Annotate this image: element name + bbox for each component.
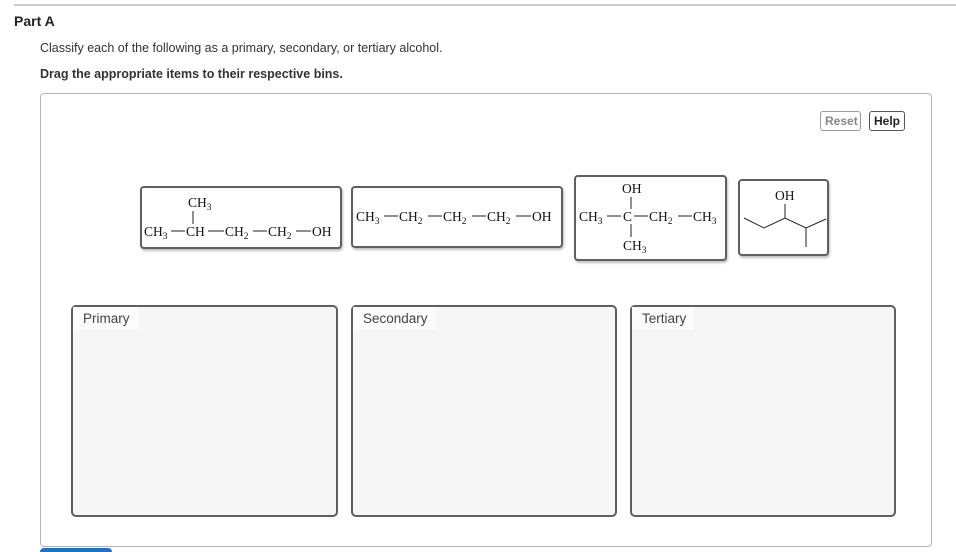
draggable-item-2-methyl-2-butanol[interactable]: OH CH3 C CH2 CH3 CH3: [574, 175, 727, 261]
svg-text:CH3: CH3: [623, 238, 647, 256]
structure-drawing: OH: [743, 188, 827, 247]
draggable-item-1-butanol[interactable]: CH3 CH2 CH2 CH2 OH: [351, 186, 563, 248]
draggable-item-3-methyl-1-butanol[interactable]: CH3 CH3 CH CH2 CH2 OH: [140, 186, 342, 249]
svg-text:CH2: CH2: [225, 224, 249, 242]
question-instruction: Classify each of the following as a prim…: [40, 41, 443, 55]
bin-label-primary: Primary: [73, 307, 138, 330]
svg-text:CH2: CH2: [649, 209, 673, 227]
svg-text:CH3: CH3: [579, 209, 603, 227]
part-title: Part A: [14, 13, 55, 29]
svg-text:CH2: CH2: [487, 209, 511, 227]
svg-text:C: C: [623, 209, 632, 224]
svg-text:OH: OH: [532, 209, 552, 224]
svg-text:CH3: CH3: [693, 209, 717, 227]
help-button[interactable]: Help: [869, 111, 905, 131]
svg-text:CH2: CH2: [443, 209, 467, 227]
reset-button[interactable]: Reset: [820, 111, 861, 131]
bin-secondary[interactable]: Secondary: [351, 305, 617, 517]
bin-tertiary[interactable]: Tertiary: [630, 305, 896, 517]
drag-instruction: Drag the appropriate items to their resp…: [40, 67, 343, 81]
svg-text:CH2: CH2: [268, 224, 292, 242]
svg-text:OH: OH: [312, 224, 332, 239]
draggable-item-2-methyl-3-pentanol[interactable]: OH: [738, 179, 829, 256]
top-divider: [14, 4, 956, 6]
bin-label-tertiary: Tertiary: [632, 307, 695, 330]
svg-text:CH3: CH3: [188, 195, 212, 213]
submit-button[interactable]: [40, 548, 112, 552]
svg-text:CH3: CH3: [144, 224, 168, 242]
svg-text:CH3: CH3: [356, 209, 380, 227]
bin-primary[interactable]: Primary: [71, 305, 338, 517]
structure-drawing: CH3 CH2 CH2 CH2 OH: [356, 209, 552, 227]
structure-drawing: CH3 CH3 CH CH2 CH2 OH: [144, 195, 332, 242]
svg-text:OH: OH: [775, 188, 795, 203]
svg-text:CH: CH: [186, 224, 205, 239]
bin-label-secondary: Secondary: [353, 307, 436, 330]
svg-text:CH2: CH2: [399, 209, 423, 227]
structure-drawing: OH CH3 C CH2 CH3 CH3: [579, 181, 717, 256]
svg-text:OH: OH: [622, 181, 642, 196]
